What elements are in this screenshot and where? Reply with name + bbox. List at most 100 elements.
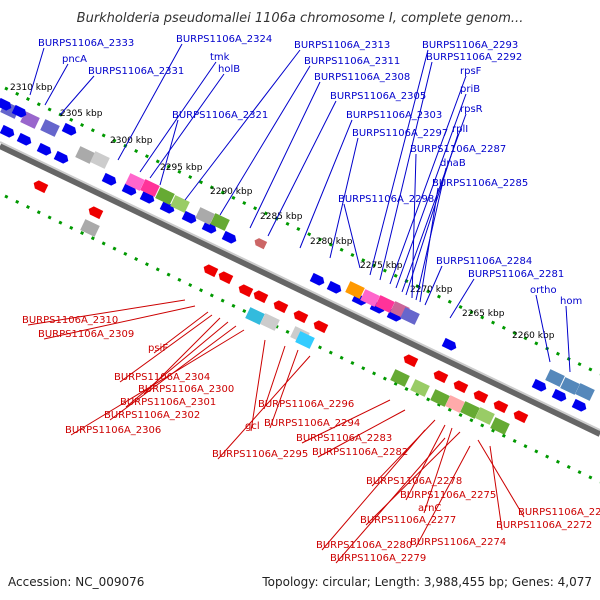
- forward-gene-box[interactable]: [125, 173, 145, 191]
- reverse-gene-arrow[interactable]: [217, 270, 234, 285]
- gene-label[interactable]: BURPS1106A_2331: [88, 66, 184, 77]
- forward-gene-box[interactable]: [375, 295, 395, 313]
- reverse-gene-box[interactable]: [410, 379, 430, 397]
- forward-gene-box[interactable]: [140, 179, 160, 197]
- reverse-gene-box[interactable]: [80, 219, 100, 237]
- forward-gene-box[interactable]: [155, 187, 175, 205]
- forward-gene-box[interactable]: [545, 369, 565, 387]
- gene-label[interactable]: BURPS1106A_2300: [138, 384, 234, 395]
- gene-label[interactable]: gcl: [245, 421, 260, 432]
- forward-gene-arrow[interactable]: [0, 97, 13, 112]
- forward-gene-arrow[interactable]: [36, 142, 54, 157]
- reverse-gene-arrow[interactable]: [452, 379, 469, 394]
- reverse-gene-arrow[interactable]: [202, 263, 219, 278]
- reverse-gene-box[interactable]: [390, 369, 410, 387]
- reverse-gene-arrow[interactable]: [432, 369, 449, 384]
- forward-gene-box[interactable]: [90, 151, 110, 169]
- gene-label[interactable]: ortho: [530, 285, 557, 296]
- gene-label[interactable]: BURPS1106A_2293: [422, 40, 518, 51]
- gene-label[interactable]: BURPS1106A_2309: [38, 329, 134, 340]
- gene-label[interactable]: BURPS1106A_2296: [258, 399, 354, 410]
- gene-label[interactable]: rpsF: [460, 66, 482, 77]
- reverse-gene-arrow[interactable]: [32, 179, 49, 194]
- reverse-gene-box[interactable]: [295, 331, 315, 349]
- reverse-gene-arrow[interactable]: [252, 289, 269, 304]
- gene-label[interactable]: BURPS1106A_2275: [400, 490, 496, 501]
- gene-label[interactable]: hom: [560, 296, 582, 307]
- forward-gene-arrow[interactable]: [551, 388, 569, 403]
- reverse-gene-box[interactable]: [445, 395, 465, 413]
- gene-label[interactable]: BURPS1106A_2278: [366, 476, 462, 487]
- gene-label[interactable]: arnC: [418, 503, 441, 514]
- forward-gene-arrow[interactable]: [571, 398, 589, 413]
- gene-label[interactable]: BURPS1106A_2283: [296, 433, 392, 444]
- gene-label[interactable]: BURPS1106A_2273: [518, 507, 600, 518]
- forward-gene-arrow[interactable]: [441, 337, 459, 352]
- reverse-gene-box[interactable]: [430, 389, 450, 407]
- gene-label[interactable]: BURPS1106A_2324: [176, 34, 272, 45]
- gene-label[interactable]: priB: [460, 84, 480, 95]
- forward-gene-box[interactable]: [195, 207, 215, 225]
- gene-label[interactable]: BURPS1106A_2292: [426, 52, 522, 63]
- forward-gene-box[interactable]: [170, 195, 190, 213]
- forward-gene-box[interactable]: [40, 119, 60, 137]
- reverse-gene-arrow[interactable]: [402, 353, 419, 368]
- gene-label[interactable]: BURPS1106A_2303: [346, 110, 442, 121]
- gene-label[interactable]: pncA: [62, 54, 87, 65]
- gene-label[interactable]: BURPS1106A_2313: [294, 40, 390, 51]
- reverse-gene-arrow[interactable]: [512, 409, 529, 424]
- gene-label[interactable]: BURPS1106A_2333: [38, 38, 134, 49]
- gene-label[interactable]: BURPS1106A_2295: [212, 449, 308, 460]
- gene-label[interactable]: psiF: [148, 343, 168, 354]
- gene-label[interactable]: BURPS1106A_2297: [352, 128, 448, 139]
- gene-label[interactable]: BURPS1106A_2298: [338, 194, 434, 205]
- forward-gene-arrow[interactable]: [386, 308, 404, 323]
- gene-label[interactable]: BURPS1106A_2272: [496, 520, 592, 531]
- forward-gene-arrow[interactable]: [221, 230, 239, 245]
- forward-gene-box[interactable]: [400, 307, 420, 325]
- gene-label[interactable]: BURPS1106A_2285: [432, 178, 528, 189]
- reverse-gene-arrow[interactable]: [253, 237, 268, 250]
- forward-gene-arrow[interactable]: [101, 172, 119, 187]
- forward-gene-arrow[interactable]: [61, 122, 79, 137]
- forward-gene-arrow[interactable]: [531, 378, 549, 393]
- reverse-gene-arrow[interactable]: [292, 309, 309, 324]
- forward-gene-arrow[interactable]: [121, 182, 139, 197]
- gene-label[interactable]: BURPS1106A_2284: [436, 256, 532, 267]
- gene-label[interactable]: BURPS1106A_2308: [314, 72, 410, 83]
- reverse-gene-arrow[interactable]: [492, 399, 509, 414]
- gene-label[interactable]: BURPS1106A_2311: [304, 56, 400, 67]
- forward-gene-arrow[interactable]: [201, 220, 219, 235]
- forward-gene-arrow[interactable]: [309, 272, 327, 287]
- forward-gene-arrow[interactable]: [53, 150, 71, 165]
- gene-label[interactable]: holB: [218, 64, 240, 75]
- reverse-gene-box[interactable]: [490, 417, 510, 435]
- forward-gene-arrow[interactable]: [326, 280, 344, 295]
- reverse-gene-arrow[interactable]: [272, 299, 289, 314]
- gene-label[interactable]: BURPS1106A_2305: [330, 91, 426, 102]
- forward-gene-arrow[interactable]: [16, 132, 34, 147]
- forward-gene-arrow[interactable]: [181, 210, 199, 225]
- forward-gene-box[interactable]: [75, 146, 95, 164]
- gene-label[interactable]: BURPS1106A_2282: [312, 447, 408, 458]
- forward-gene-box[interactable]: [210, 213, 230, 231]
- reverse-gene-arrow[interactable]: [237, 283, 254, 298]
- forward-gene-box[interactable]: [360, 289, 380, 307]
- gene-label[interactable]: BURPS1106A_2274: [410, 537, 506, 548]
- gene-label[interactable]: BURPS1106A_2294: [264, 418, 360, 429]
- forward-gene-box[interactable]: [560, 377, 580, 395]
- reverse-gene-box[interactable]: [260, 313, 280, 331]
- gene-label[interactable]: BURPS1106A_2301: [120, 397, 216, 408]
- reverse-gene-box[interactable]: [460, 401, 480, 419]
- gene-label[interactable]: BURPS1106A_2281: [468, 269, 564, 280]
- gene-label[interactable]: BURPS1106A_2287: [410, 144, 506, 155]
- forward-gene-arrow[interactable]: [0, 124, 16, 139]
- forward-gene-box[interactable]: [345, 281, 365, 299]
- gene-label[interactable]: BURPS1106A_2306: [65, 425, 161, 436]
- forward-gene-arrow[interactable]: [11, 104, 29, 119]
- reverse-gene-arrow[interactable]: [472, 389, 489, 404]
- gene-label[interactable]: BURPS1106A_2279: [330, 553, 426, 564]
- gene-label[interactable]: BURPS1106A_2277: [360, 515, 456, 526]
- gene-label[interactable]: dnaB: [440, 158, 466, 169]
